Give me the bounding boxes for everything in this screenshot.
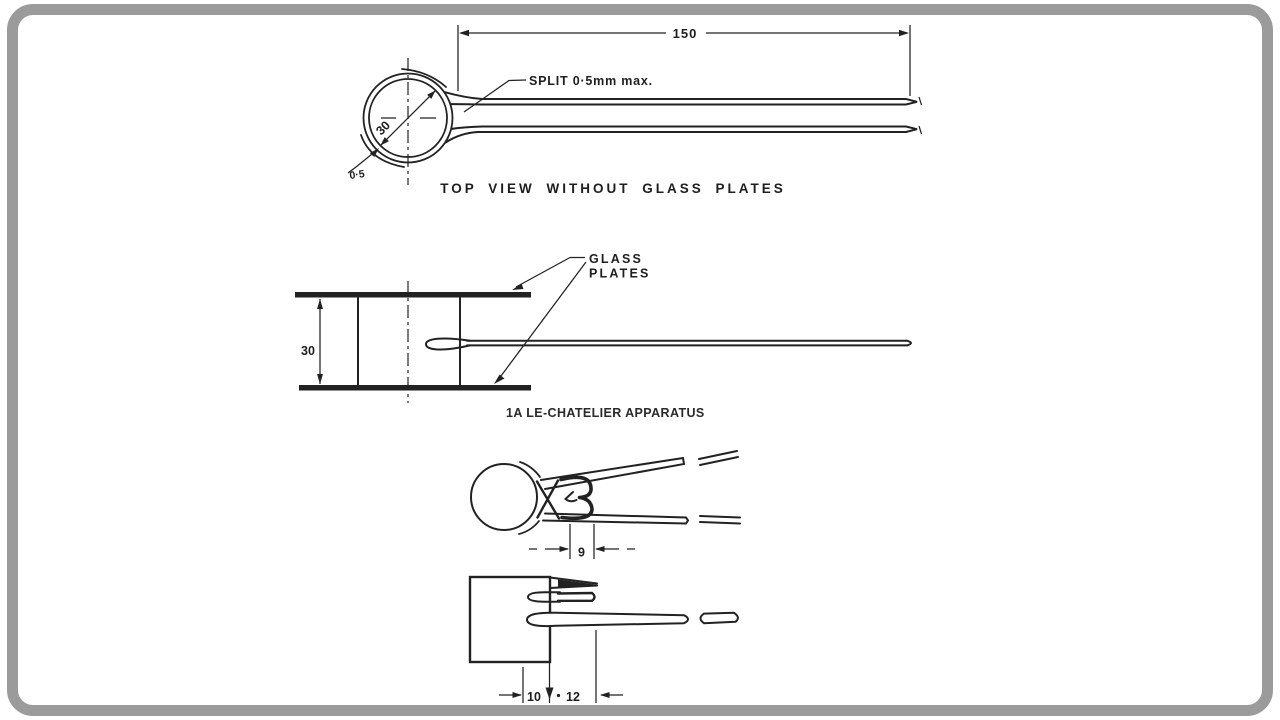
ring-outer-arc-top (401, 68, 447, 88)
fig-detail-split-side: 10 12 (468, 575, 739, 704)
mould-cylinder (357, 281, 461, 403)
dimension-height-30: 30 (301, 299, 323, 384)
dim-right-label: 12 (566, 690, 580, 704)
dimension-length-150: 150 (457, 25, 911, 96)
indicator-arm-side (424, 337, 912, 351)
detail-ring (470, 463, 538, 531)
glass-plate-top (295, 292, 531, 298)
detail-long-arm (525, 611, 739, 628)
top-view-caption: TOP VIEW WITHOUT GLASS PLATES (440, 181, 786, 196)
centre-lines (381, 58, 436, 185)
ring-outer-arc-bottom (360, 134, 405, 168)
dim-length-label: 150 (673, 26, 698, 41)
arm-tip-tick-upper (918, 96, 923, 106)
figure-caption: 1A LE-CHATELIER APPARATUS (506, 406, 705, 420)
detail-top-tab (549, 576, 598, 589)
detail-arms (540, 450, 741, 525)
dim-gap-label: 9 (578, 546, 585, 560)
fig-detail-split-top: 9 (470, 450, 741, 560)
detail-ring-arc-top (519, 461, 541, 478)
glass-plates-callout: GLASS PLATES (494, 252, 651, 384)
fig-side-view: 30 GLASS PLATES 1A LE-CHATELIER APPARATU… (295, 252, 912, 420)
dot-mark (556, 693, 561, 698)
detail-middle-loop (526, 591, 596, 603)
scan-frame-border (7, 4, 1273, 716)
split-callout: SPLIT 0·5mm max. (463, 74, 653, 113)
glass-plates-label-line2: PLATES (589, 267, 651, 281)
glass-plates-label-line1: GLASS (589, 252, 643, 266)
dimension-wall-thickness: 0·5 (347, 148, 379, 182)
dim-height-label: 30 (301, 344, 315, 358)
split-label: SPLIT 0·5mm max. (529, 74, 653, 88)
dim-wall-label: 0·5 (349, 168, 366, 182)
split-cross-detail (535, 475, 594, 521)
glass-plate-bottom (299, 385, 531, 391)
arm-rounded-tip (906, 339, 912, 347)
fig-top-view: 30 0·5 SPLIT 0·5mm max. 150 TOP VIEW WIT… (347, 25, 923, 196)
indicator-arms (443, 91, 923, 144)
dim-left-label: 10 (527, 690, 541, 704)
detail-ring-arc-bottom (518, 520, 540, 535)
dimensions-10-12: 10 12 (499, 630, 623, 704)
arm-tip-tick-lower (918, 125, 923, 135)
dimension-gap-9: 9 (529, 524, 635, 560)
shared-arrow-mark (545, 687, 554, 700)
dimension-diameter-30: 30 (373, 89, 437, 147)
